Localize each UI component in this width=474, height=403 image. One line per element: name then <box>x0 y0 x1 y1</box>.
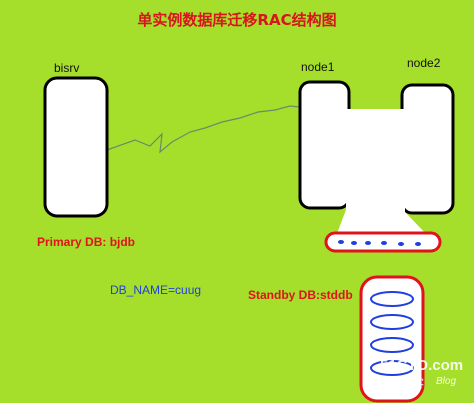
standby-db-label: Standby DB:stddb <box>248 288 353 302</box>
network-link <box>106 105 301 154</box>
bisrv-label: bisrv <box>54 61 80 75</box>
node2-server-box <box>400 83 455 215</box>
node2-label: node2 <box>407 56 441 70</box>
watermark-blog: Blog <box>436 376 457 387</box>
watermark-sub: 技术博客 <box>380 378 424 390</box>
node1-server-box <box>298 80 351 210</box>
storage-disks <box>370 291 414 376</box>
db-name-label: DB_NAME=cuug <box>110 283 202 297</box>
node1-label: node1 <box>301 60 335 74</box>
bisrv-server-box <box>43 76 109 218</box>
shared-connector <box>336 109 428 236</box>
primary-db-label: Primary DB: bjdb <box>37 235 136 249</box>
diagram-title: 单实例数据库迁移RAC结构图 <box>137 11 337 29</box>
watermark-site: 51CTO.com <box>380 357 464 374</box>
bus-disk-dots <box>338 240 421 246</box>
